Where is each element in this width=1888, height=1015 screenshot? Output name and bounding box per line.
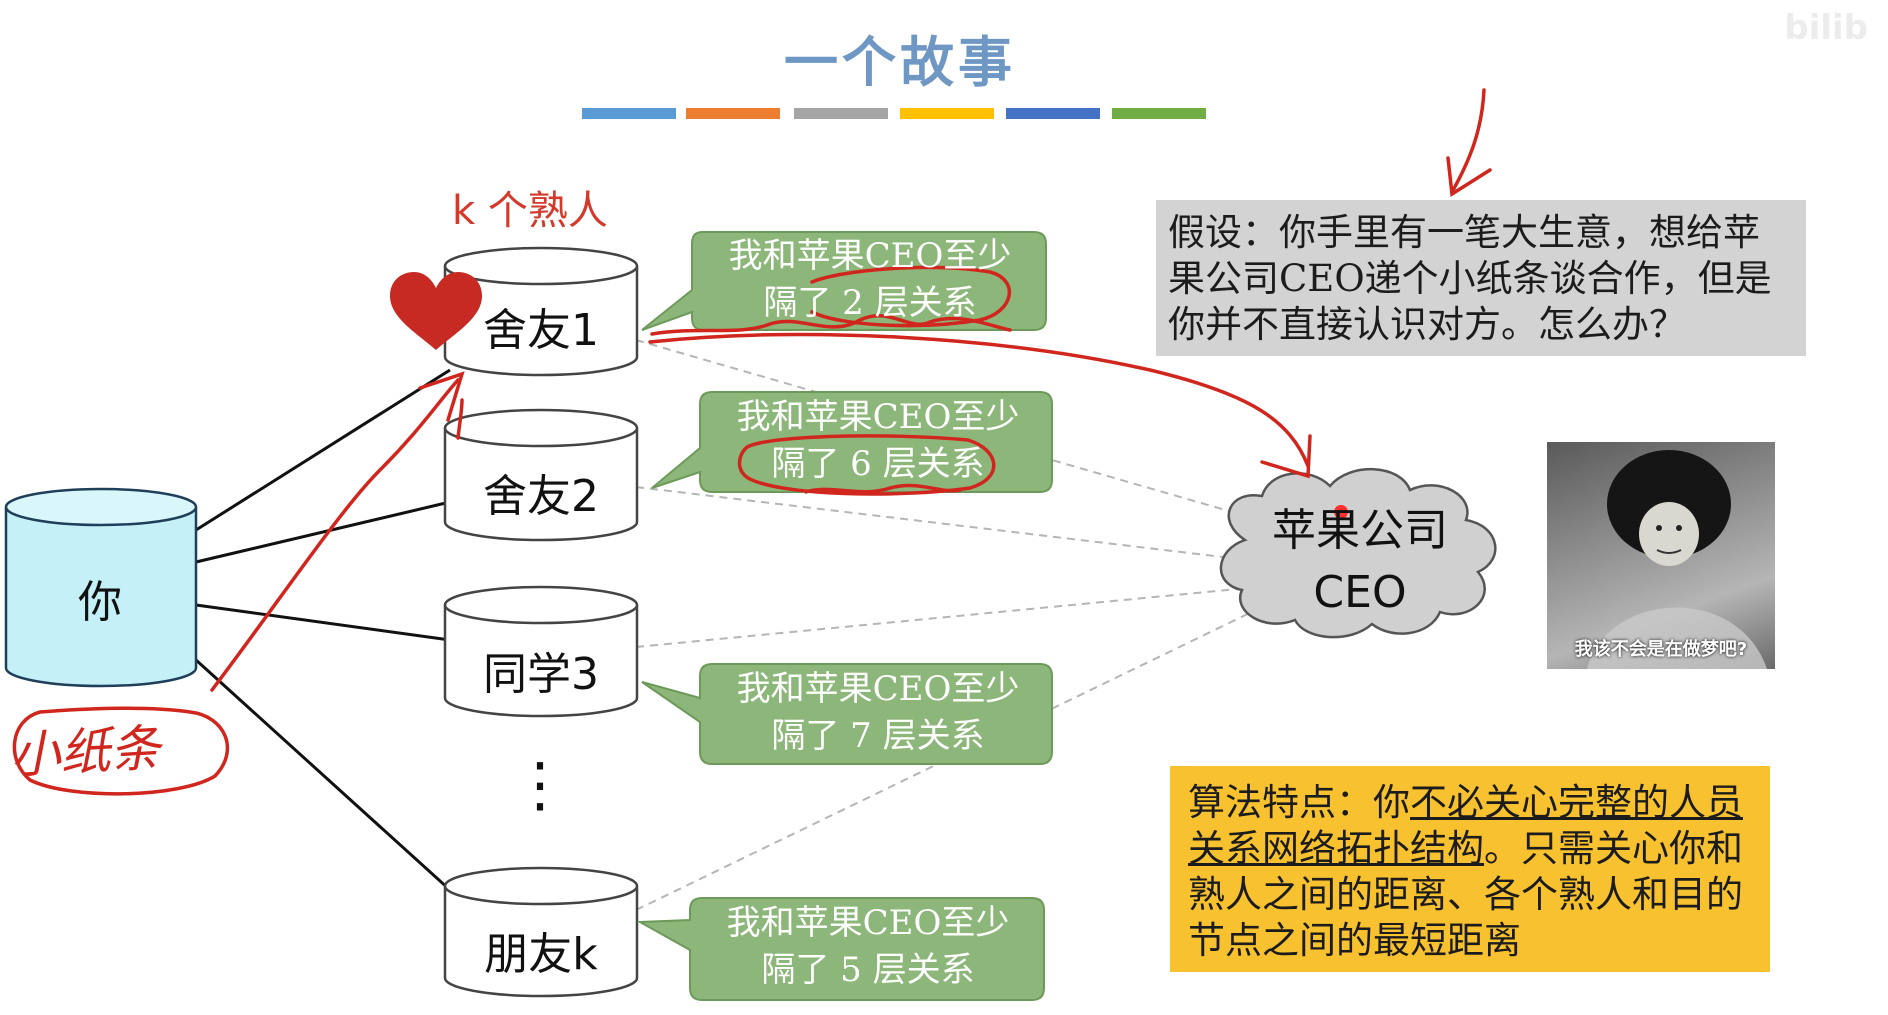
meme-caption: 我该不会是在做梦吧? (1574, 639, 1748, 660)
you-label: 你 (78, 577, 122, 628)
color-bar-segment-5 (1006, 108, 1100, 119)
node-2-label: 舍友2 (483, 471, 599, 522)
color-bar-segment-2 (686, 108, 780, 119)
note-arrow (210, 378, 460, 692)
color-bar-segment-1 (582, 108, 676, 119)
curve-to-ceo (648, 332, 1310, 468)
page-title: 一个故事 (784, 30, 1016, 94)
bubble-1-line-1: 我和苹果CEO至少 (728, 236, 1012, 276)
note-arrow-head (418, 371, 465, 422)
ceo-label: 苹果公司 CEO (1240, 500, 1480, 624)
algorithm-box: 算法特点：你不必关心完整的人员关系网络拓扑结构。只需关心你和熟人之间的距离、各个… (1170, 766, 1770, 972)
you-node (4, 487, 198, 688)
meme-figure (1587, 450, 1767, 669)
node-2-cylinder (443, 408, 639, 542)
link-you-node4 (194, 658, 452, 892)
top-arrow-head (1446, 156, 1492, 197)
bubble-2-shape (651, 391, 1053, 493)
meme-image: 我该不会是在做梦吧? (1547, 442, 1775, 669)
note-circle (12, 706, 230, 796)
bubble-4-shape (636, 897, 1045, 1001)
circle-bubble-1 (810, 265, 1011, 328)
color-bar-segment-3 (794, 108, 888, 119)
k-acquaintances-label: k 个熟人 (452, 188, 608, 234)
color-bar-segment-6 (1112, 108, 1206, 119)
algorithm-underlined: 不必关心完整的人员关系网络拓扑结构 (1188, 781, 1743, 870)
dash-node3-ceo (635, 587, 1249, 648)
bubble-3-line-2: 隔了 7 层关系 (771, 716, 985, 756)
node-4-label: 朋友k (484, 929, 598, 980)
link-you-node2 (195, 500, 451, 564)
node-cylinders (443, 246, 639, 998)
circle-bubble-2 (737, 434, 996, 496)
node2-hook (456, 398, 464, 440)
bubble-2-text: 我和苹果CEO至少 隔了 6 层关系 (708, 394, 1048, 488)
bubble-2-line-2: 隔了 6 层关系 (771, 444, 985, 484)
dash-node2-ceo (635, 486, 1249, 561)
ceo-label-line-1: 苹果公司 (1272, 505, 1448, 556)
assumption-box: 假设：你手里有一笔大生意，想给苹果公司CEO递个小纸条谈合作，但是你并不直接认识… (1156, 200, 1806, 356)
node-1-label: 舍友1 (483, 305, 599, 356)
node-1-cylinder (443, 246, 639, 377)
bubble-4-line-2: 隔了 5 层关系 (761, 950, 975, 990)
bubble-3-line-1: 我和苹果CEO至少 (736, 669, 1020, 709)
ellipsis: ⋮ (510, 750, 570, 820)
handwritten-note: 小纸条 (8, 719, 162, 785)
bubble-2-line-1: 我和苹果CEO至少 (736, 397, 1020, 437)
top-arrow (1450, 88, 1486, 194)
node-3-cylinder (443, 585, 639, 718)
curve-to-ceo-head (1260, 434, 1312, 479)
you-links (194, 368, 452, 892)
bubble-3-text: 我和苹果CEO至少 隔了 7 层关系 (708, 666, 1048, 760)
laser-dot (1334, 505, 1348, 519)
speech-bubbles (636, 231, 1053, 1001)
squiggle-2 (804, 483, 962, 494)
algorithm-suffix: 。只需关心你和熟人之间的距离、各个熟人和目的节点之间的最短距离 (1188, 827, 1743, 962)
bubble-4-text: 我和苹果CEO至少 隔了 5 层关系 (698, 900, 1038, 994)
bubble-3-shape (641, 663, 1053, 765)
algorithm-prefix: 算法特点：你 (1188, 781, 1410, 824)
bubble-1-line-2: 隔了 2 层关系 (763, 283, 977, 323)
bubble-1-text: 我和苹果CEO至少 隔了 2 层关系 (700, 233, 1040, 327)
link-you-node3 (195, 603, 451, 642)
watermark: bilib (1784, 8, 1868, 48)
color-bar-segment-4 (900, 108, 994, 119)
node-4-cylinder (443, 866, 639, 998)
dash-node4-ceo (635, 607, 1261, 911)
heart-icon (390, 272, 482, 350)
bubble-4-line-1: 我和苹果CEO至少 (726, 903, 1010, 943)
node-3-label: 同学3 (483, 649, 599, 700)
ceo-label-line-2: CEO (1313, 567, 1407, 618)
link-you-node1 (195, 368, 451, 532)
